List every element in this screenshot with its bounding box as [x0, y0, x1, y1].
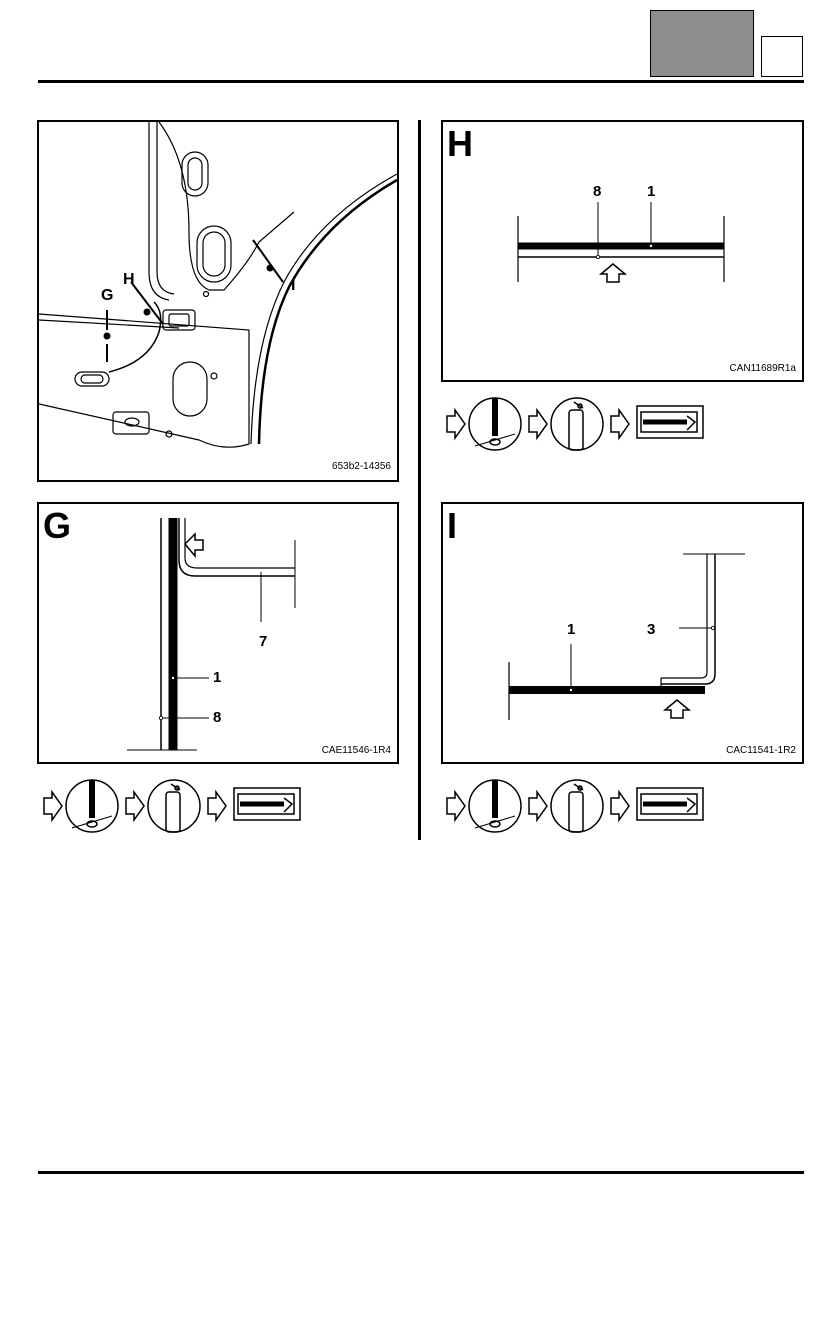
section-h-letter: H [447, 123, 473, 164]
arrow-right-icon [446, 789, 466, 823]
section-tab [650, 10, 754, 77]
section-h-panel: H 8 1 CAN11689R1a [441, 120, 804, 382]
section-i-ref-code: CAC11541-1R2 [726, 745, 796, 756]
section-g-callout-1: 1 [213, 669, 222, 686]
sealant-spray-icon [550, 397, 604, 451]
section-g-callout-8: 8 [213, 709, 222, 726]
point-label-h: H [123, 271, 135, 288]
section-h-ref-code: CAN11689R1a [729, 363, 796, 374]
section-h-callout-1: 1 [647, 183, 656, 200]
overview-drawing [39, 122, 397, 448]
section-i-procedure [443, 778, 713, 836]
page-marker-box [761, 36, 803, 77]
section-g-panel: G 7 1 8 CAE11546-1R4 [37, 502, 399, 764]
section-h-procedure [443, 396, 713, 454]
overview-ref-code: 653b2-14356 [332, 461, 391, 472]
point-label-i: I [291, 277, 296, 294]
arrow-right-icon [446, 407, 466, 441]
section-g-procedure-icons [43, 779, 301, 833]
arrow-right-icon [43, 789, 63, 823]
arrow-right-icon [125, 789, 145, 823]
section-g-ref-code: CAE11546-1R4 [321, 745, 391, 756]
section-h-procedure-icons [446, 397, 704, 451]
column-divider [418, 120, 421, 840]
section-i-panel: I 1 3 CAC11541-1R2 [441, 502, 804, 764]
arrow-right-icon [528, 407, 548, 441]
point-label-g: G [101, 287, 114, 304]
section-h-drawing [517, 202, 725, 283]
drill-icon [468, 779, 522, 833]
section-g-letter: G [43, 505, 72, 546]
arrow-right-icon [610, 407, 630, 441]
section-g-drawing [127, 518, 296, 751]
arrow-right-icon [528, 789, 548, 823]
section-g-procedure [40, 778, 310, 836]
section-i-callout-3: 3 [647, 621, 656, 638]
sealant-spray-icon [147, 779, 201, 833]
sealant-spray-icon [550, 779, 604, 833]
overview-panel: G H I 653b2-14356 [37, 120, 399, 482]
drill-icon [468, 397, 522, 451]
arrow-right-icon [610, 789, 630, 823]
section-i-callout-1: 1 [567, 621, 576, 638]
weld-seam-icon [636, 787, 704, 821]
header-rule [38, 80, 804, 83]
section-h-callout-8: 8 [593, 183, 602, 200]
section-i-drawing [508, 553, 745, 720]
weld-seam-icon [636, 405, 704, 439]
section-i-procedure-icons [446, 779, 704, 833]
weld-seam-icon [233, 787, 301, 821]
drill-icon [65, 779, 119, 833]
footer-rule [38, 1171, 804, 1174]
section-i-letter: I [447, 505, 458, 546]
arrow-right-icon [207, 789, 227, 823]
section-g-callout-7: 7 [259, 633, 268, 650]
